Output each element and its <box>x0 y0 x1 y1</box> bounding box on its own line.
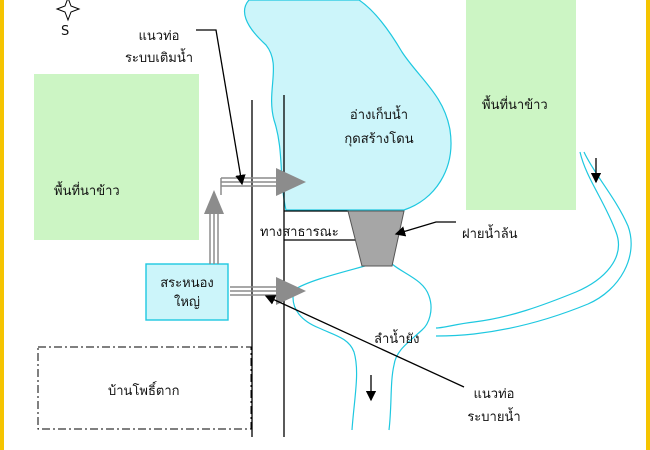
drain-pipe-label-line1: แนวท่อ <box>473 387 515 402</box>
rice-field-left <box>34 74 199 240</box>
compass-south-label: S <box>61 24 70 39</box>
village-label: บ้านโพธิ์ตาก <box>108 384 180 399</box>
fill-pipe-label-line1: แนวท่อ <box>138 29 180 44</box>
big-pond-label-line1: สระหนอง <box>160 276 214 291</box>
big-pond <box>145 263 229 321</box>
creek-label: ลำน้ำยัง <box>374 332 420 347</box>
village-boundary <box>37 346 252 430</box>
spillway-leader <box>394 221 456 237</box>
fill-pipe-label-line2: ระบบเติมน้ำ <box>124 51 194 66</box>
reservoir-label-line2: กุดสร้างโดน <box>344 132 414 147</box>
right-stream-outer-bank <box>435 151 619 329</box>
reservoir-label-line1: อ่างเก็บน้ำ <box>349 108 409 123</box>
rice-field-right <box>466 0 576 210</box>
fill-pipe <box>204 168 306 264</box>
public-road-label: ทางสาธารณะ <box>260 225 339 240</box>
fill-pipe-leader <box>196 29 246 186</box>
drain-pipe-leader <box>264 295 465 388</box>
right-stream-inner-bank <box>435 151 632 337</box>
drain-pipe-label-line2: ระบายน้ำ <box>467 410 521 425</box>
rice-field-left-label: พื้นที่นาข้าว <box>54 184 120 199</box>
compass-star-icon <box>55 0 81 22</box>
map-canvas <box>34 0 632 437</box>
spillway-label: ฝายน้ำล้น <box>462 227 518 242</box>
spillway-structure <box>347 210 405 267</box>
big-pond-label-line2: ใหญ่ <box>174 295 200 310</box>
rice-field-right-label: พื้นที่นาข้าว <box>482 98 548 113</box>
reservoir <box>244 0 452 211</box>
drain-pipe <box>230 277 306 305</box>
creek-left-bank <box>292 263 373 431</box>
creek-right-bank <box>388 263 432 431</box>
